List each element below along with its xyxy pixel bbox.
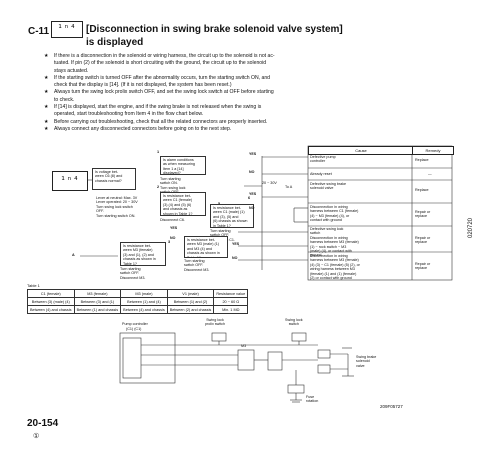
solenoid-label: Swing brake solenoid valve bbox=[356, 355, 377, 368]
step-number-1: 1 bbox=[157, 150, 160, 154]
note-item: Before carrying out troubleshooting, che… bbox=[44, 119, 444, 127]
table-label: Table 1 bbox=[27, 283, 40, 288]
lcd-display: ¹ⁿ⁴ bbox=[52, 171, 88, 191]
yes-label: YES bbox=[232, 242, 240, 246]
swing-lock-switch-label: Swing lock switch bbox=[285, 318, 303, 327]
remedy-5: Repair or replace bbox=[415, 236, 431, 245]
pump-controller-label: Pump controller bbox=[122, 322, 148, 326]
flow-box-step-2: Is resistance bet- ween C1 (female) (3) … bbox=[160, 192, 206, 216]
flow-box-step-4-note: Turn starting switch OFF. Disconnect M3. bbox=[120, 267, 146, 280]
table-header-cell: Resistance value bbox=[213, 289, 249, 298]
flow-box-step-5-note: Turn starting switch OFF. Disconnect M3. bbox=[184, 259, 210, 272]
table-cell: Between (1) and chassis bbox=[73, 305, 122, 314]
table-cell: Between (1) and (4) bbox=[120, 297, 168, 306]
yes-label: YES bbox=[249, 192, 257, 196]
yes-label: YES bbox=[249, 152, 257, 156]
flow-box-step-4: Is resistance bet- ween M3 (female) (3) … bbox=[120, 242, 166, 266]
remedy-column-header: Remedy bbox=[412, 146, 454, 155]
no-label: NO bbox=[170, 236, 176, 240]
title-line-2: is displayed bbox=[86, 37, 144, 48]
table-cell: Min. 1 MΩ bbox=[213, 305, 249, 314]
flow-condition-note: Lever at neutral: Max. 3V Lever operated… bbox=[96, 196, 138, 218]
page-sub-mark: ① bbox=[33, 433, 40, 440]
table-row: Between (4) and chassis Between (1) and … bbox=[27, 305, 249, 314]
flow-box-step-1: Is alarm conditions as when measuring It… bbox=[160, 156, 206, 175]
fuse-label: Fuse rotation bbox=[306, 395, 319, 404]
table-header-cell: M3 (female) bbox=[73, 289, 122, 298]
table-header-cell: V1 (male) bbox=[166, 289, 215, 298]
table-header-cell: M3 (male) bbox=[120, 289, 168, 298]
resistance-table: C1 (female) M3 (female) M3 (male) V1 (ma… bbox=[27, 289, 249, 314]
swing-lock-prolix-label: Swing lock prolix switch bbox=[205, 318, 226, 327]
note-item: If there is a disconnection in the solen… bbox=[44, 53, 444, 75]
table-cell: Between (3) and (1) bbox=[73, 297, 122, 306]
table-cell: Between (4) and chassis bbox=[120, 305, 168, 314]
no-label: NO bbox=[232, 256, 238, 260]
to-a-mark: To A bbox=[285, 185, 293, 189]
pump-controller-sub: (C1) (C1) bbox=[126, 327, 142, 331]
side-reference-number: 020720 bbox=[468, 217, 474, 238]
no-label: NO bbox=[249, 170, 255, 174]
flow-box-step-3: Is resistance bet- ween C1 (male) (1) an… bbox=[210, 204, 254, 228]
page-number: 20-154 bbox=[27, 418, 59, 429]
step-number-2: 2 bbox=[157, 185, 160, 189]
voltage-mark: 20 ~ 30V bbox=[262, 181, 277, 185]
table-cell: Between (2) and chassis bbox=[166, 305, 215, 314]
cause-3: Defective swing brake solenoid valve bbox=[310, 182, 347, 191]
table-cell: Between (1) and (2) bbox=[166, 297, 215, 306]
yes-label: YES bbox=[170, 226, 178, 230]
display-code-box: ¹ⁿ⁴ bbox=[51, 21, 83, 38]
table-row: Between (3) (male) (4) Between (3) and (… bbox=[27, 297, 249, 306]
table-cell: 20 ~ 60 Ω bbox=[213, 297, 249, 306]
step-number-3: 3 bbox=[168, 240, 171, 244]
code-label: C-11 bbox=[28, 26, 50, 37]
remedy-3: Replace bbox=[415, 188, 429, 192]
table-header-row: C1 (female) M3 (female) M3 (male) V1 (ma… bbox=[27, 289, 249, 298]
flow-box-step-5: Is resistance bet- ween M3 (male) (1) an… bbox=[184, 236, 228, 258]
note-item: If [14] is displayed, start the engine, … bbox=[44, 104, 444, 119]
a-mark: A bbox=[72, 253, 75, 257]
title-line-1: [Disconnection in swing brake solenoid v… bbox=[86, 24, 343, 35]
figure-id: 209F05727 bbox=[380, 404, 403, 409]
no-label: NO bbox=[249, 206, 255, 210]
step-number-6: 6 bbox=[248, 196, 251, 200]
note-item: If the starting switch is turned OFF aft… bbox=[44, 75, 444, 90]
page-title: [Disconnection in swing brake solenoid v… bbox=[86, 23, 343, 49]
remedy-4: Repair or replace bbox=[415, 210, 431, 219]
m3-connector-label: M3 bbox=[241, 344, 247, 348]
remedy-6: Repair or replace bbox=[415, 262, 431, 271]
table-header-cell: C1 (female) bbox=[27, 289, 75, 298]
remedy-1: Replace bbox=[415, 158, 429, 162]
cause-2: Already reset bbox=[310, 172, 332, 176]
table-cell: Between (3) (male) (4) bbox=[27, 297, 75, 306]
wiring-diagram bbox=[119, 332, 354, 403]
flow-box-voltage-check: Is voltage bet- ween C6 (8) and chassis … bbox=[92, 168, 136, 190]
cause-4: Disconnection in wiring harness between … bbox=[310, 205, 359, 223]
cause-1: Defective pump controller bbox=[310, 155, 336, 164]
cause-5: Defective swing lock switch Disconnectio… bbox=[310, 227, 359, 258]
remedy-2: — bbox=[428, 172, 432, 176]
note-item: Always connect any disconnected connecto… bbox=[44, 126, 444, 134]
cause-column-header: Cause bbox=[308, 146, 414, 155]
notes-list: If there is a disconnection in the solen… bbox=[44, 53, 444, 134]
note-item: Always turn the swing lock prolix switch… bbox=[44, 89, 444, 104]
table-cell: Between (4) and chassis bbox=[27, 305, 75, 314]
cause-6: Disconnection in wiring harness between … bbox=[310, 254, 360, 281]
flow-box-step-2-note: Disconnect C6. bbox=[160, 218, 186, 222]
